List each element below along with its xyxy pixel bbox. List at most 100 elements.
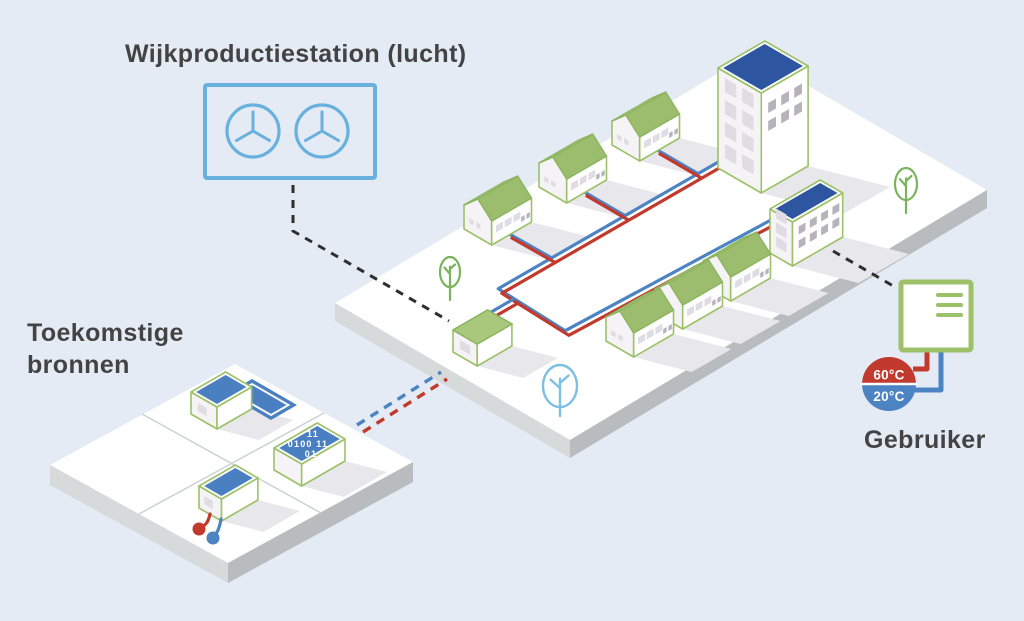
window <box>704 295 712 307</box>
supply-temperature: 60°C <box>873 368 904 383</box>
window <box>596 173 600 180</box>
network-pipe-return <box>657 151 703 180</box>
tree-trunk <box>549 374 570 418</box>
geothermal-probe-icon <box>206 531 220 545</box>
window <box>768 98 776 113</box>
page-title: Wijkproductiestation (lucht) <box>125 40 467 68</box>
network-pipe-supply <box>496 139 804 333</box>
window <box>476 222 481 230</box>
sources-platform-side <box>228 462 413 583</box>
window <box>526 212 530 219</box>
user-connector-dashed-line <box>832 249 896 289</box>
roof-face <box>451 309 514 345</box>
window <box>752 267 760 279</box>
house-roof <box>605 287 661 318</box>
window <box>695 300 703 312</box>
window <box>644 137 651 149</box>
window <box>617 134 622 142</box>
exchanger-bar <box>936 303 963 307</box>
heat-network-pipes <box>487 139 808 337</box>
roof-face <box>775 183 838 219</box>
network-pipe-supply <box>581 189 627 218</box>
trees <box>438 166 919 418</box>
window <box>663 327 667 334</box>
window <box>798 236 806 249</box>
connectors <box>291 185 896 434</box>
window <box>674 128 678 135</box>
window <box>742 110 754 131</box>
geothermal-probe-icon <box>192 522 206 536</box>
window <box>832 203 840 215</box>
user-unit: 60°C 20°C <box>861 279 974 411</box>
window <box>655 323 663 335</box>
house-roof <box>611 91 667 122</box>
production-station-box <box>203 83 377 180</box>
window <box>821 223 828 236</box>
heat-exchanger-icon <box>898 279 974 353</box>
apartment-tower <box>717 40 809 194</box>
window <box>742 154 754 175</box>
window <box>624 138 629 146</box>
building-shadow <box>477 346 558 378</box>
exchanger-bar <box>936 313 963 317</box>
network-pipe-return <box>584 193 630 222</box>
window <box>646 328 654 340</box>
tree-trunk <box>443 263 457 302</box>
window <box>712 299 716 306</box>
window <box>743 272 751 284</box>
house <box>463 175 533 246</box>
window <box>724 78 737 99</box>
data-center-icon <box>273 422 346 487</box>
future-sources-label-line2: bronnen <box>27 351 130 379</box>
network-pipe-supply <box>487 297 515 316</box>
window <box>521 215 525 222</box>
house <box>654 259 724 330</box>
roof-face <box>279 426 340 461</box>
house-roof <box>654 259 710 290</box>
window <box>832 217 840 229</box>
house <box>611 91 681 162</box>
window <box>794 83 802 98</box>
tree-trunk <box>898 174 913 215</box>
window <box>809 216 817 228</box>
house <box>538 133 608 204</box>
window <box>776 222 787 239</box>
window <box>742 132 754 153</box>
binary-line: 11 <box>307 429 319 439</box>
platforms <box>50 53 987 583</box>
user-label: Gebruiker <box>864 426 986 454</box>
house-roof <box>538 133 594 164</box>
window <box>469 218 474 226</box>
building-shadow <box>221 500 300 532</box>
data-center-roof-text: 11 0100 11 01 <box>288 429 327 459</box>
window <box>661 127 669 139</box>
fan-icon <box>225 103 281 159</box>
window <box>638 333 645 345</box>
window <box>579 174 587 186</box>
user-supply-pipe <box>913 348 930 372</box>
window <box>459 340 471 355</box>
network-pipe-supply <box>506 231 552 260</box>
window <box>717 296 721 303</box>
plot-divider-line <box>138 412 325 515</box>
roof-face <box>204 468 253 496</box>
return-temperature: 20°C <box>873 389 904 404</box>
window <box>821 209 828 222</box>
aquathermal-source-building <box>190 371 253 430</box>
window <box>724 144 737 165</box>
window <box>544 176 549 184</box>
house-roof <box>463 175 519 206</box>
production-station-symbol <box>203 83 377 180</box>
tree-icon <box>893 166 919 215</box>
window <box>781 109 789 124</box>
exchanger-bar <box>936 293 963 297</box>
window <box>724 100 737 121</box>
future-source-supply-dashed-line <box>356 370 442 427</box>
apartment-block <box>769 179 844 267</box>
window <box>687 305 694 317</box>
window <box>776 236 787 253</box>
future-sources-label-line1: Toekomstige <box>27 319 184 347</box>
window <box>611 330 616 338</box>
window <box>618 334 623 342</box>
